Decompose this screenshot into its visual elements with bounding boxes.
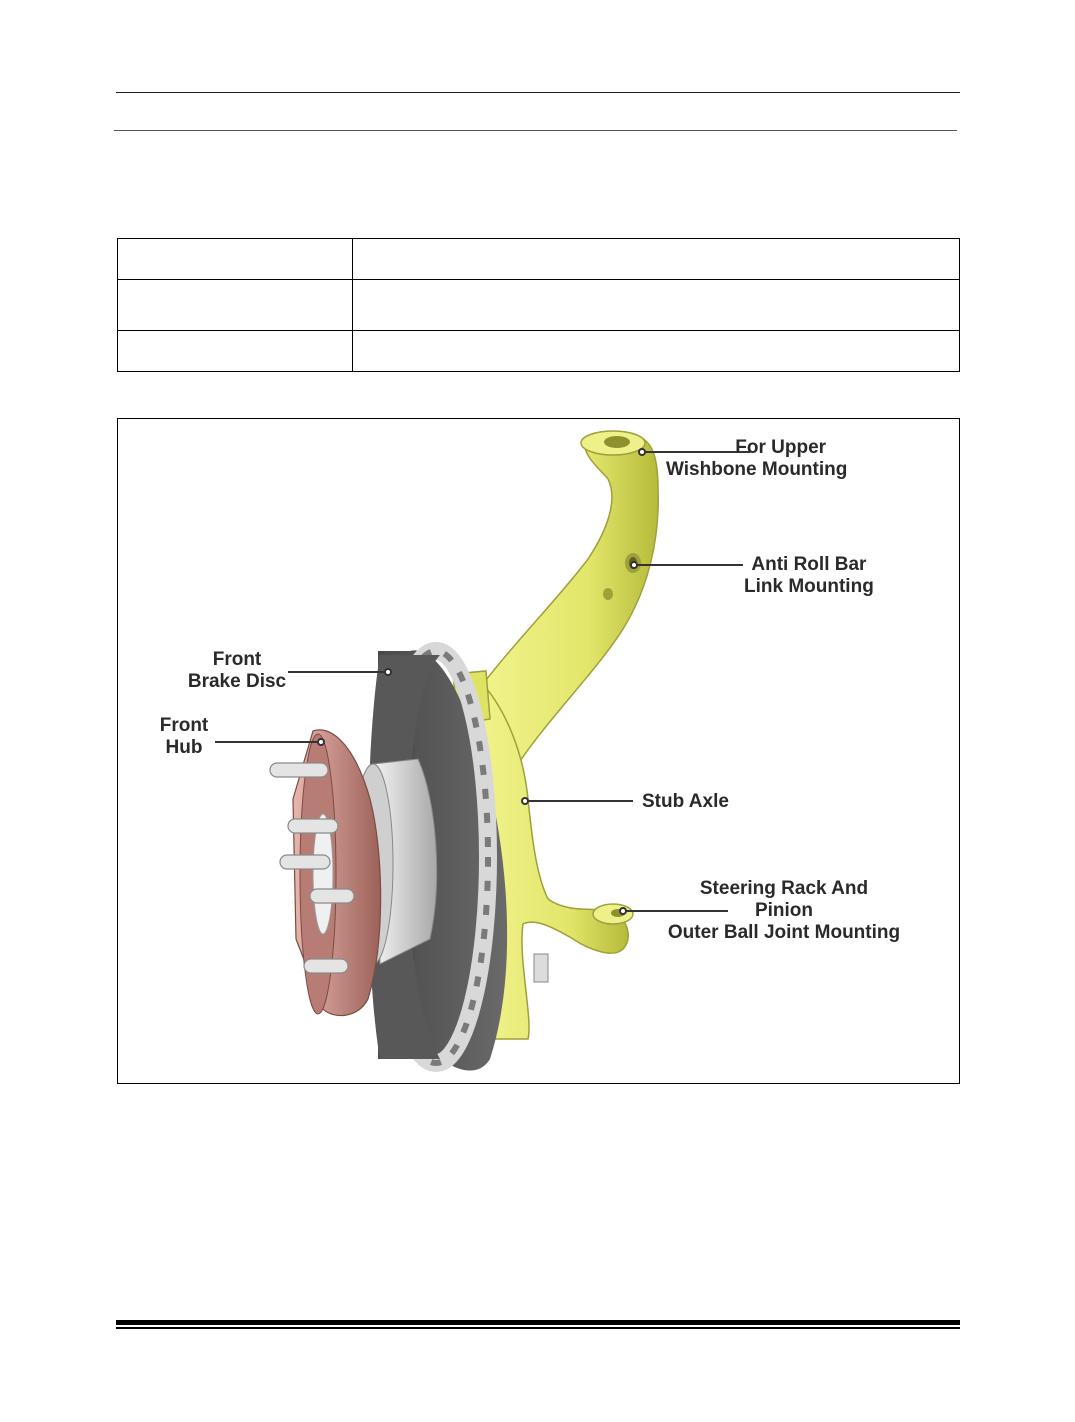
- label-line: Hub: [165, 737, 203, 758]
- label-anti-roll-bar: Anti Roll Bar Link Mounting: [744, 554, 874, 598]
- header-rule-top: [116, 92, 960, 93]
- label-upper-wishbone: For Upper Wishbone Mounting: [666, 437, 847, 481]
- label-line: Link Mounting: [744, 576, 874, 597]
- header-rule-bottom: [114, 130, 957, 131]
- table-cell: [352, 238, 960, 280]
- label-brake-disc: Front Brake Disc: [182, 649, 292, 693]
- label-line: Front: [159, 715, 209, 736]
- label-line: Front: [212, 649, 262, 670]
- wheel-studs: [269, 762, 355, 974]
- label-line: Anti Roll Bar: [751, 554, 867, 575]
- front-hub: [292, 729, 382, 1017]
- label-line: For Upper: [735, 437, 827, 458]
- spec-table: [117, 238, 960, 372]
- label-front-hub: Front Hub: [154, 715, 214, 759]
- table-row: [117, 330, 960, 372]
- caliper-bolt: [533, 953, 549, 983]
- table-cell: [117, 238, 353, 280]
- table-cell: [117, 330, 353, 372]
- table-cell: [352, 330, 960, 372]
- label-line: Wishbone Mounting: [666, 459, 848, 480]
- label-line: Pinion: [754, 900, 814, 921]
- label-line: Steering Rack And: [699, 878, 869, 899]
- table-cell: [352, 279, 960, 331]
- label-stub-axle: Stub Axle: [642, 791, 729, 813]
- stub-axle-figure: For Upper Wishbone Mounting Anti Roll Ba…: [117, 418, 960, 1084]
- leader-lines: [215, 448, 750, 915]
- label-steering-rack: Steering Rack And Pinion Outer Ball Join…: [658, 878, 910, 944]
- label-line: Brake Disc: [187, 671, 287, 692]
- table-row: [117, 238, 960, 280]
- label-line: Outer Ball Joint Mounting: [667, 922, 901, 943]
- table-row: [117, 279, 960, 331]
- footer-rule-thick: [116, 1320, 960, 1325]
- table-cell: [117, 279, 353, 331]
- stub-axle-illustration: [215, 430, 750, 1072]
- label-line: Stub Axle: [642, 791, 729, 812]
- footer-rule-thin: [116, 1327, 960, 1329]
